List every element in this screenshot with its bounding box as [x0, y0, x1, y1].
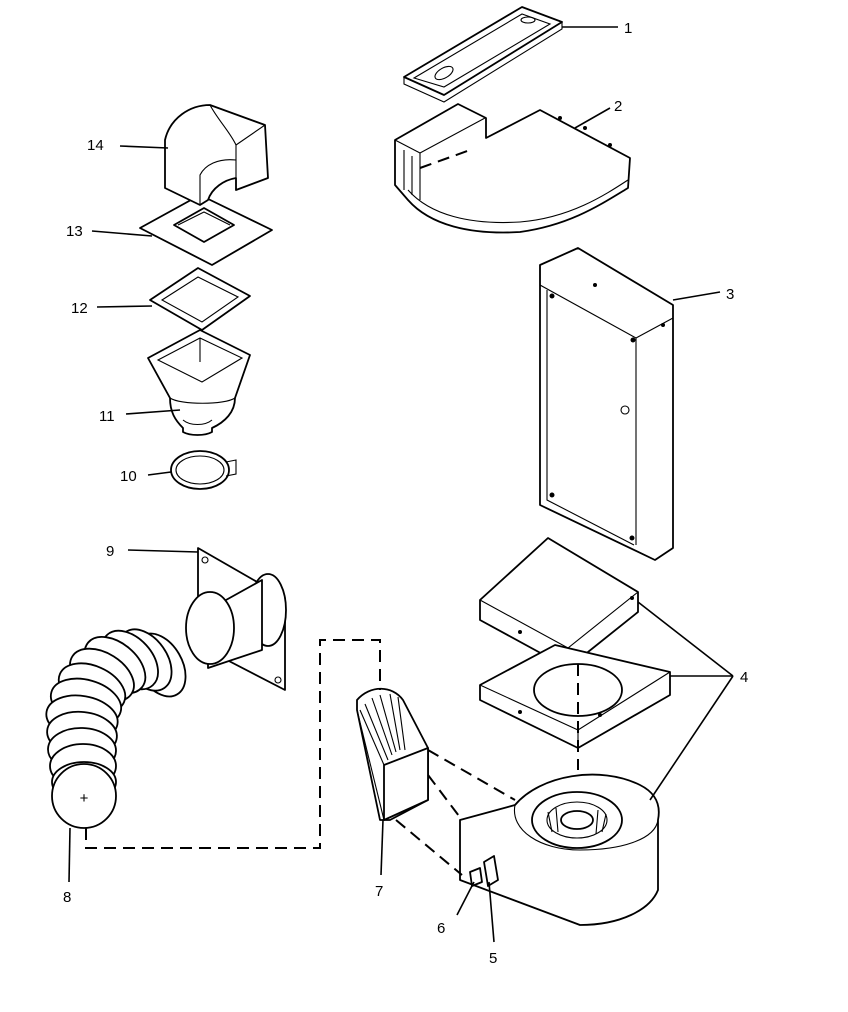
- callout-3: 3: [726, 286, 734, 303]
- callout-12: 12: [71, 300, 88, 317]
- callout-7: 7: [375, 883, 383, 900]
- part-14-elbow: [164, 104, 269, 206]
- part-9-wall-plate: [185, 547, 287, 691]
- callout-14: 14: [87, 137, 104, 154]
- part-4-upper-plate: [479, 537, 639, 669]
- part-8-flex-hose: +: [45, 628, 187, 829]
- callout-2: 2: [614, 98, 622, 115]
- callout-13: 13: [66, 223, 83, 240]
- blower-housing: [459, 773, 660, 926]
- part-2-hood-shroud: [394, 103, 631, 234]
- part-10-clamp-ring: [170, 450, 237, 490]
- leader-lines: [68, 26, 734, 943]
- callout-9: 9: [106, 543, 114, 560]
- callout-8: 8: [63, 889, 71, 906]
- callout-4: 4: [740, 669, 748, 686]
- part-7-transition-duct: [356, 687, 429, 821]
- part-6-clip: [469, 867, 483, 887]
- callout-11: 11: [99, 408, 115, 425]
- part-3-housing-panel: [539, 247, 674, 561]
- part-5-clip: [483, 855, 499, 887]
- part-4-lower-plate: [479, 644, 671, 749]
- callout-1: 1: [624, 20, 632, 37]
- callout-10: 10: [120, 468, 137, 485]
- callout-5: 5: [489, 950, 497, 967]
- assembly-dashes: [85, 639, 579, 876]
- callout-labels: 1 2 3 4 5 6 7 8 9 10 11 12 13 14: [63, 20, 748, 967]
- part-12-gasket: [149, 267, 251, 331]
- callout-6: 6: [437, 920, 445, 937]
- part-1-filter-plate: [403, 6, 563, 103]
- hose-end-mark: +: [80, 790, 89, 807]
- part-13-flat-gasket: [139, 194, 273, 266]
- part-11-adapter: [147, 329, 251, 436]
